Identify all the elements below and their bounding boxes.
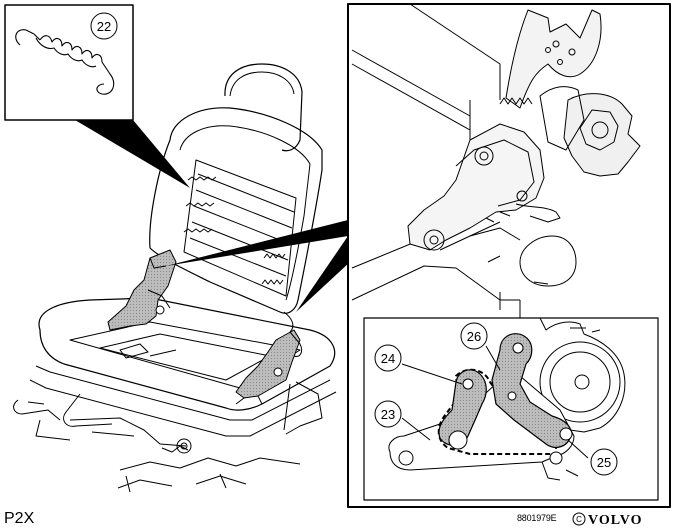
seat-overview: [4, 4, 350, 493]
model-code: P2X: [4, 510, 35, 527]
backrest: [149, 107, 323, 314]
recliner-lever: [505, 9, 602, 109]
brand-name: VOLVO: [588, 513, 643, 527]
callout-22: 22: [90, 12, 118, 40]
svg-text:24: 24: [381, 351, 395, 366]
svg-text:23: 23: [381, 407, 395, 422]
lower-link: [438, 369, 487, 446]
detail-leader-upper: [166, 220, 348, 266]
copyright-icon: [572, 512, 586, 526]
mechanism-plate: [407, 123, 545, 251]
detail-panel: [347, 3, 671, 508]
left-recliner: [107, 249, 177, 331]
seat-frame: [29, 365, 337, 437]
callout-23: 23: [374, 400, 402, 428]
callout-25: 25: [590, 448, 618, 476]
copyright-letter: C: [576, 515, 582, 524]
lever-handle: [519, 235, 577, 287]
svg-text:26: 26: [467, 329, 481, 344]
callout-leaders: [401, 345, 589, 459]
seat-cushion: [38, 297, 336, 411]
svg-text:22: 22: [97, 19, 111, 34]
spring-leader: [75, 120, 190, 188]
detail-leader-lower: [296, 236, 350, 312]
upper-link: [491, 333, 572, 448]
callout-24: 24: [374, 344, 402, 372]
tension-spring: [15, 29, 115, 95]
headrest: [224, 63, 303, 152]
recliner-disk: [539, 341, 621, 423]
callout-26: 26: [460, 322, 488, 350]
brand-logo: C VOLVO: [572, 512, 643, 527]
svg-text:25: 25: [597, 455, 611, 470]
reference-code: 8801979E: [517, 513, 557, 523]
